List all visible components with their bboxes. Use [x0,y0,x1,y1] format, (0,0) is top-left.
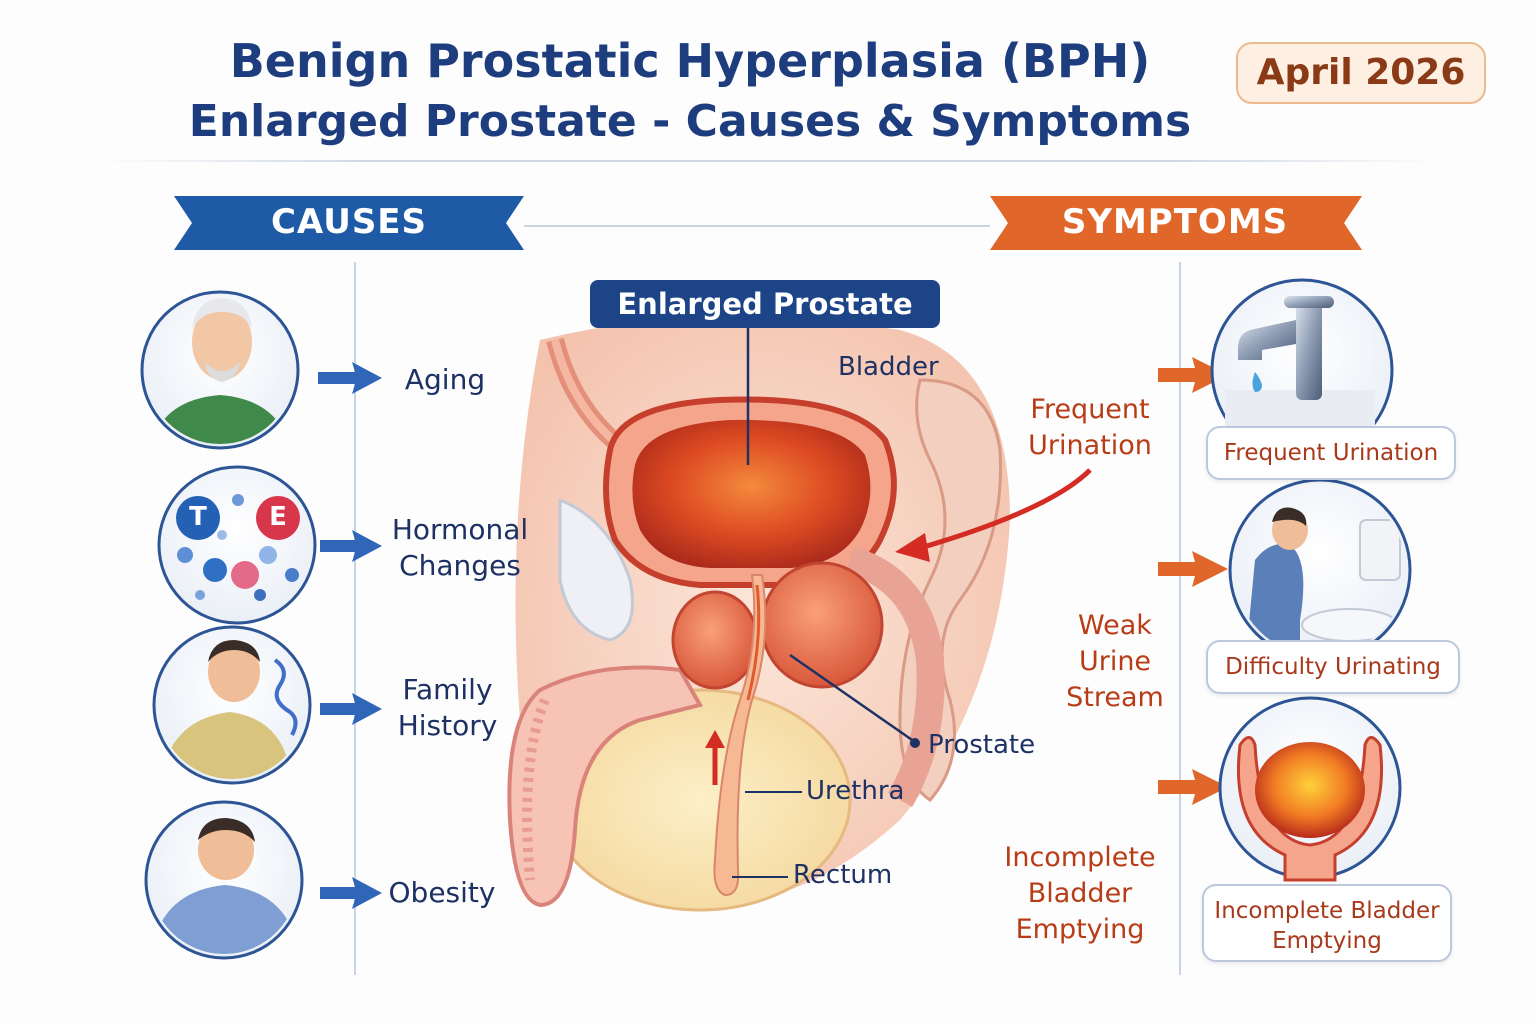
symptoms-heading: SYMPTOMS [1061,202,1289,242]
symptoms-banner [990,196,1362,250]
header-divider [100,160,1440,162]
bladder-icon [1218,696,1402,882]
cause-label-family-history: Family History [397,673,498,742]
symptom-arrows [1158,357,1228,805]
enlarged-prostate-label: Enlarged Prostate [590,280,940,328]
cause-arrows [318,362,382,909]
symptom-card-frequent-urination: Frequent Urination [1206,426,1456,480]
cause-label-obesity: Obesity [388,876,496,909]
symptom-card-incomplete-emptying: Incomplete Bladder Emptying [1202,884,1452,962]
hormone-letter-t: T [189,502,207,532]
callout-incomplete-emptying: Incomplete Bladder Emptying [1004,842,1156,945]
prostate-label: Prostate [928,730,1036,760]
faucet-icon [1210,278,1394,462]
aging-icon [140,290,300,450]
prostate-leader [789,653,916,744]
prostate-leader-dot [910,738,920,748]
page-title: Benign Prostatic Hyperplasia (BPH) [229,34,1151,88]
cause-label-hormonal: Hormonal Changes [391,513,529,582]
hormone-molecules-icon [157,465,317,625]
callout-weak-stream: Weak Urine Stream [1066,610,1164,713]
page-subtitle: Enlarged Prostate - Causes & Symptoms [188,96,1192,147]
bladder-label: Bladder [838,352,939,382]
family-history-icon [152,625,312,785]
urethra-label: Urethra [806,776,905,806]
difficulty-urinating-icon [1228,478,1412,662]
rectum-label: Rectum [793,860,893,890]
symptom-card-difficulty-urinating: Difficulty Urinating [1206,640,1460,694]
date-badge: April 2026 [1236,42,1486,104]
causes-heading: CAUSES [270,202,428,242]
anatomy-illustration [507,317,1010,912]
causes-banner [174,196,524,250]
obesity-icon [144,800,304,960]
frequent-pointer [919,468,1092,551]
hormone-letter-e: E [269,502,287,532]
cause-label-aging: Aging [404,363,486,396]
callout-frequent-urination: Frequent Urination [1028,394,1152,461]
frequent-pointer-head [895,533,930,562]
